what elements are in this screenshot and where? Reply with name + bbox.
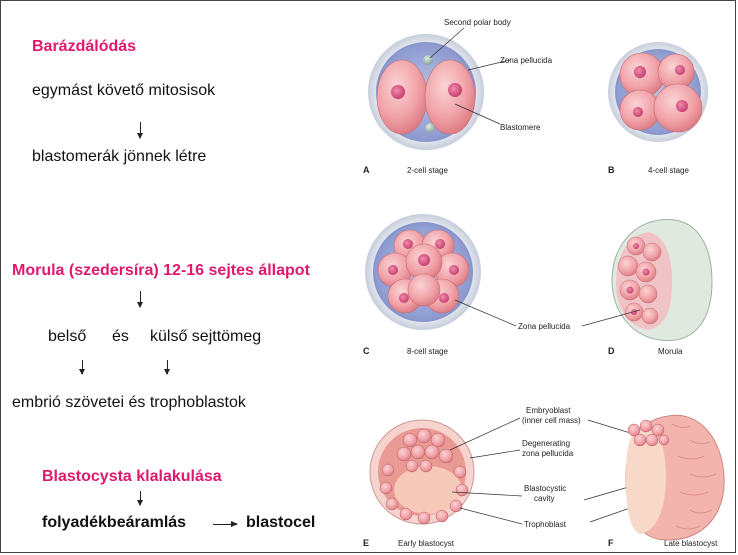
text-inner: belső [48,328,87,345]
text-blastomeres: blastomerák jönnek létre [32,148,207,165]
label-embryoblast: Embryoblast [526,406,571,415]
blastocoel-f [626,429,666,534]
stage-f-late-blastocyst [625,414,725,541]
caption-a: 2-cell stage [407,166,448,175]
panel-letter-c: C [363,346,370,356]
label-second-polar-body: Second polar body [444,18,511,27]
panel-letter-a: A [363,165,370,175]
heading-blastocyst: Blastocysta klalakulása [42,468,222,485]
panel-letter-d: D [608,346,615,356]
heading-morula: Morula (szedersíra) 12-16 sejtes állapot [12,262,310,279]
blastocystic-cavity-e [394,466,462,514]
stage-b-4cell [608,42,708,142]
stage-a-2cell [368,27,511,150]
nucleus-a1 [391,85,405,99]
label-inner-cell-mass: (inner cell mass) [522,416,581,425]
caption-b: 4-cell stage [648,166,689,175]
text-and: és [112,328,129,345]
text-outer-mass: külső sejttömeg [150,328,262,345]
arrow-right [213,521,238,527]
heading-cleavage: Barázdálódás [32,38,137,55]
label-degenerating: Degenerating [522,439,570,448]
label-blastomere: Blastomere [500,123,541,132]
arrow-down-inner [79,360,85,375]
arrow-down-1 [137,122,143,139]
panel-letter-f: F [608,538,614,548]
arrow-down-2 [137,291,143,308]
blastomere-a2 [424,59,476,135]
nucleus-a2 [448,83,462,97]
label-zona-pellucida: Zona pellucida [500,56,553,65]
polar-body-bottom [425,123,435,133]
text-tissues: embrió szövetei és trophoblastok [12,394,246,411]
arrow-down-outer [164,360,170,375]
text-fluid-inflow: folyadékbeáramlás [42,514,187,531]
text-mitoses: egymást követő mitosisok [32,82,216,99]
label-blastocystic: Blastocystic [524,484,566,493]
text-blastocoel: blastocel [246,514,316,531]
panel-letter-b: B [608,165,615,175]
stage-e-early-blastocyst [369,419,475,525]
caption-f: Late blastocyst [664,539,718,548]
panel-letter-e: E [363,538,369,548]
label-trophoblast: Trophoblast [524,520,567,529]
caption-c: 8-cell stage [407,347,448,356]
stage-d-morula [611,219,713,342]
caption-d: Morula [658,347,683,356]
stage-c-8cell [365,214,481,330]
label-cavity: cavity [534,494,554,503]
label-zona-pellucida-2: Zona pellucida [518,322,571,331]
caption-e: Early blastocyst [398,539,455,548]
label-zona-pellucida-3: zona pellucida [522,449,574,458]
arrow-down-3 [137,491,143,506]
